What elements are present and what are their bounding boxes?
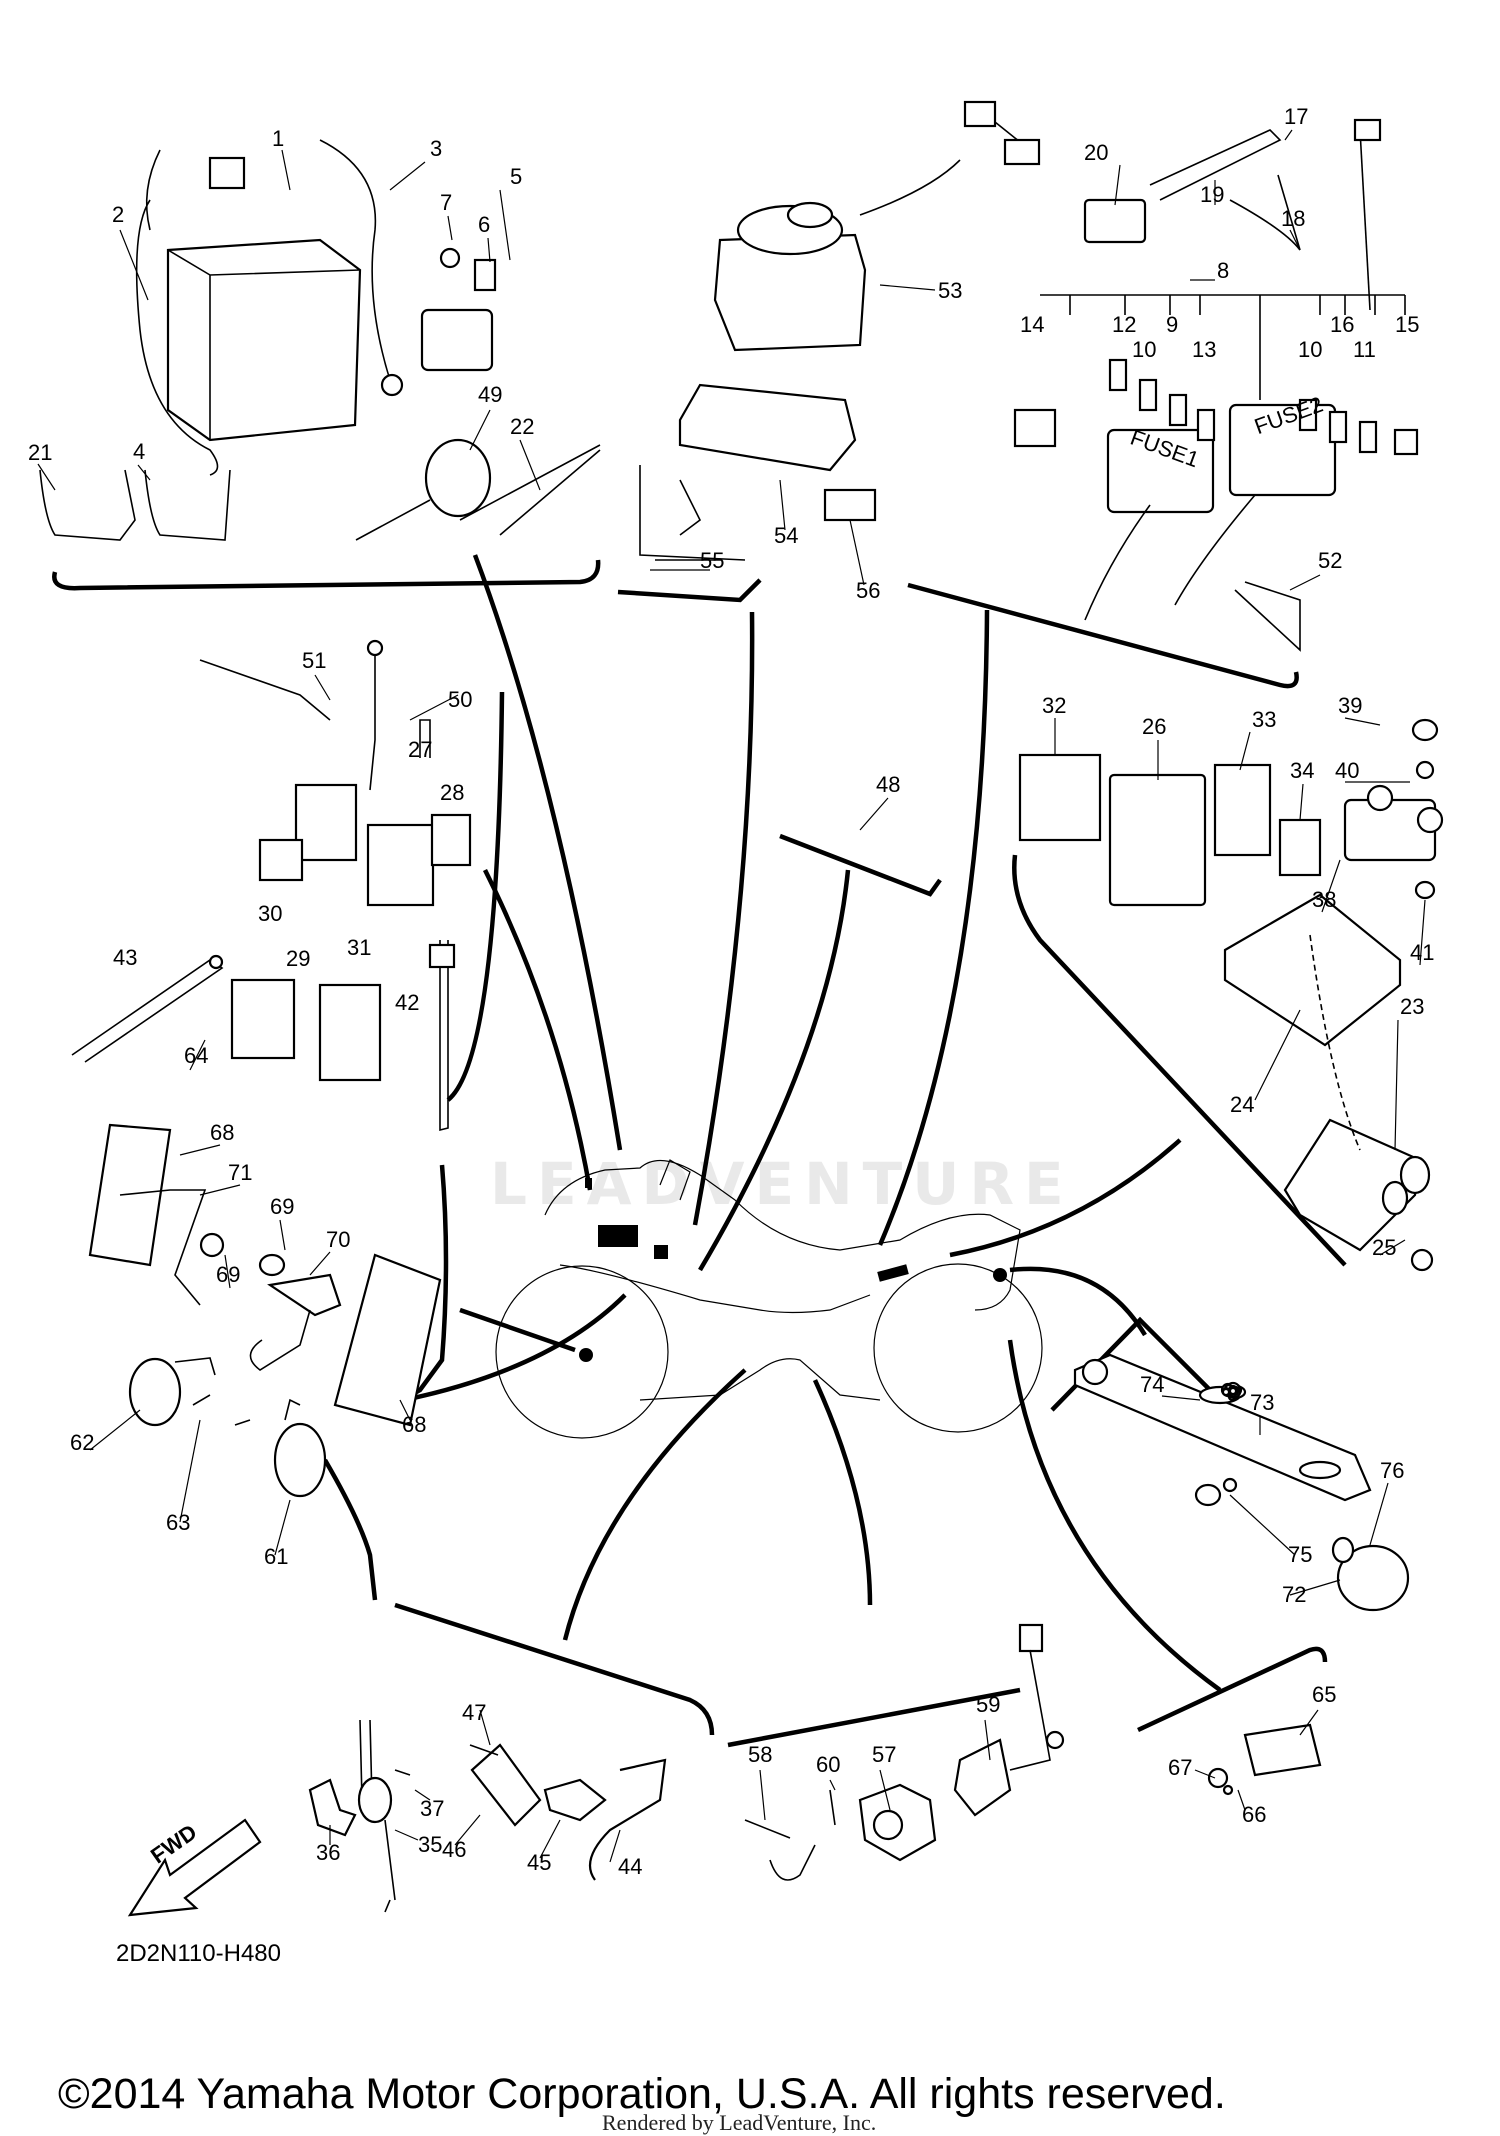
callout-46: 46 [442, 1837, 466, 1862]
callout-29: 29 [286, 946, 310, 971]
callout-47: 47 [462, 1700, 486, 1725]
callout-32: 32 [1042, 693, 1066, 718]
callout-67: 67 [1168, 1755, 1192, 1780]
callout-33: 33 [1252, 707, 1276, 732]
sensor-group [744, 1623, 1065, 1881]
callout-49: 49 [478, 382, 502, 407]
callout-2: 2 [112, 202, 124, 227]
callout-71: 71 [228, 1160, 252, 1185]
callout-70: 70 [326, 1227, 350, 1252]
callout-18: 18 [1281, 206, 1305, 231]
callout-69b: 69 [270, 1194, 294, 1219]
callout-63: 63 [166, 1510, 190, 1535]
callout-3: 3 [430, 136, 442, 161]
callout-16: 16 [1330, 312, 1354, 337]
callout-34: 34 [1290, 758, 1314, 783]
callout-1: 1 [272, 126, 284, 151]
callout-51: 51 [302, 648, 326, 673]
callout-62: 62 [70, 1430, 94, 1455]
callout-68a: 68 [210, 1120, 234, 1145]
reservoir-bracket-group [639, 100, 1041, 561]
callout-59: 59 [976, 1692, 1000, 1717]
callout-24: 24 [1230, 1092, 1254, 1117]
callout-22: 22 [510, 414, 534, 439]
callout-23: 23 [1400, 994, 1424, 1019]
callout-72: 72 [1282, 1582, 1306, 1607]
callout-38: 38 [1312, 887, 1336, 912]
battery-group [39, 139, 601, 541]
callout-58: 58 [748, 1742, 772, 1767]
reflector-small-group [1207, 1723, 1322, 1796]
relay-group [71, 639, 472, 1132]
callout-76: 76 [1380, 1458, 1404, 1483]
callout-5: 5 [510, 164, 522, 189]
copyright-notice: ©2014 Yamaha Motor Corporation, U.S.A. A… [58, 2070, 1226, 2118]
callout-41: 41 [1410, 940, 1434, 965]
callout-40: 40 [1335, 758, 1359, 783]
callout-7: 7 [440, 190, 452, 215]
callout-11: 11 [1353, 337, 1376, 362]
callout-10b: 10 [1298, 337, 1322, 362]
fwd-arrow-icon [127, 1818, 262, 1917]
horn-group [128, 1357, 327, 1498]
callout-labels: 1 2 3 4 5 6 7 8 9 10 10 11 12 13 14 15 1… [28, 104, 1434, 1879]
callout-21: 21 [28, 440, 52, 465]
callout-30: 30 [258, 901, 282, 926]
callout-74: 74 [1140, 1372, 1164, 1397]
callout-36: 36 [316, 1840, 340, 1865]
callout-68b: 68 [402, 1412, 426, 1437]
callout-52: 52 [1318, 548, 1342, 573]
callout-31: 31 [347, 935, 371, 960]
motorcycle-outline [495, 1159, 1043, 1439]
callout-13: 13 [1192, 337, 1216, 362]
tail-bracket-group [1073, 1353, 1410, 1612]
callout-15: 15 [1395, 312, 1419, 337]
callout-73: 73 [1250, 1390, 1274, 1415]
callout-4: 4 [133, 439, 145, 464]
callout-59-60: 60 [816, 1752, 840, 1777]
callout-14: 14 [1020, 312, 1044, 337]
callout-28: 28 [440, 780, 464, 805]
callout-54: 54 [774, 523, 798, 548]
callout-8: 8 [1217, 258, 1229, 283]
callout-56: 56 [856, 578, 880, 603]
callout-9: 9 [1166, 312, 1178, 337]
callout-10a: 10 [1132, 337, 1156, 362]
callout-37: 37 [420, 1796, 444, 1821]
callout-39: 39 [1338, 693, 1362, 718]
callout-53: 53 [938, 278, 962, 303]
callout-55: 55 [700, 548, 724, 573]
callout-75: 75 [1288, 1542, 1312, 1567]
callout-57: 57 [872, 1742, 896, 1767]
callout-43: 43 [113, 945, 137, 970]
fuse-box-group [1013, 118, 1419, 652]
callout-64: 64 [184, 1043, 208, 1068]
callout-66: 66 [1242, 1802, 1266, 1827]
diagram-reference-code: 2D2N110-H480 [116, 1940, 281, 1967]
callout-leaders [37, 129, 1426, 1863]
reflector-bracket-group [88, 1123, 442, 1427]
callout-44: 44 [618, 1854, 642, 1879]
rendered-by-notice: Rendered by LeadVenture, Inc. [602, 2110, 877, 2135]
callout-20: 20 [1084, 140, 1108, 165]
callout-48: 48 [876, 772, 900, 797]
control-unit-group [1018, 718, 1444, 1272]
callout-6: 6 [478, 212, 490, 237]
switch-group-left [308, 1719, 667, 1913]
callout-17: 17 [1284, 104, 1308, 129]
group-frames [52, 554, 1347, 1748]
callout-26: 26 [1142, 714, 1166, 739]
callout-27: 27 [408, 737, 432, 762]
callout-50: 50 [448, 687, 472, 712]
callout-35: 35 [418, 1832, 442, 1857]
callout-19: 19 [1200, 182, 1224, 207]
callout-45: 45 [527, 1850, 551, 1875]
callout-61: 61 [264, 1544, 288, 1569]
callout-42: 42 [395, 990, 419, 1015]
callout-12: 12 [1112, 312, 1136, 337]
callout-65: 65 [1312, 1682, 1336, 1707]
